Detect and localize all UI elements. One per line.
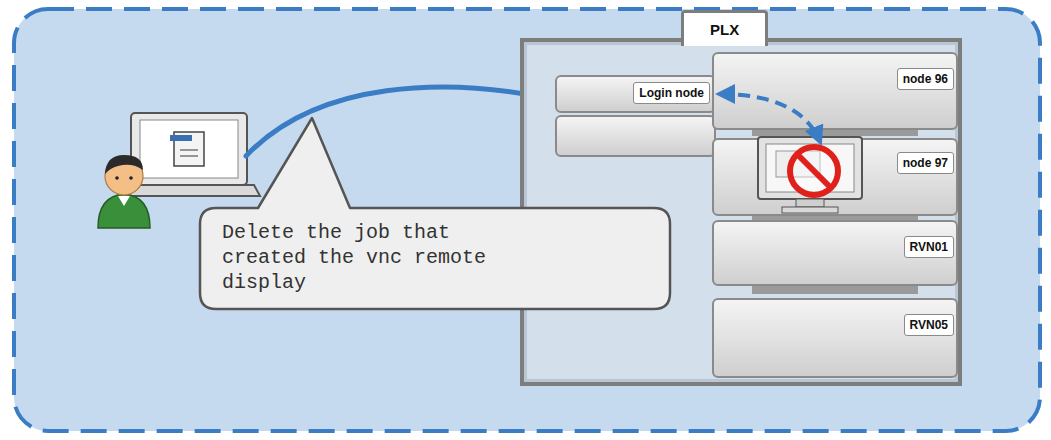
visualization-node-server: RVN05 — [712, 298, 958, 378]
visualization-node-server: RVN01 — [712, 220, 958, 286]
callout-bubble: Delete the job that created the vnc remo… — [200, 208, 670, 309]
callout-text: Delete the job that created the vnc remo… — [222, 220, 522, 295]
node-label: RVN05 — [904, 314, 954, 336]
user-figure — [98, 155, 150, 228]
node-label: Login node — [633, 82, 710, 104]
node-label: node 97 — [897, 152, 954, 174]
node-label: node 96 — [897, 68, 954, 90]
cluster-name: PLX — [681, 10, 768, 46]
login-node-server: Login node — [555, 75, 716, 113]
compute-node-server: node 96 — [712, 52, 958, 130]
access-arrow — [246, 86, 552, 156]
server-slab — [555, 115, 716, 157]
compute-node-server: node 97 — [712, 138, 958, 216]
vnc-display-icon — [756, 135, 866, 217]
node-label: RVN01 — [904, 236, 954, 258]
region-outline — [14, 9, 1040, 431]
